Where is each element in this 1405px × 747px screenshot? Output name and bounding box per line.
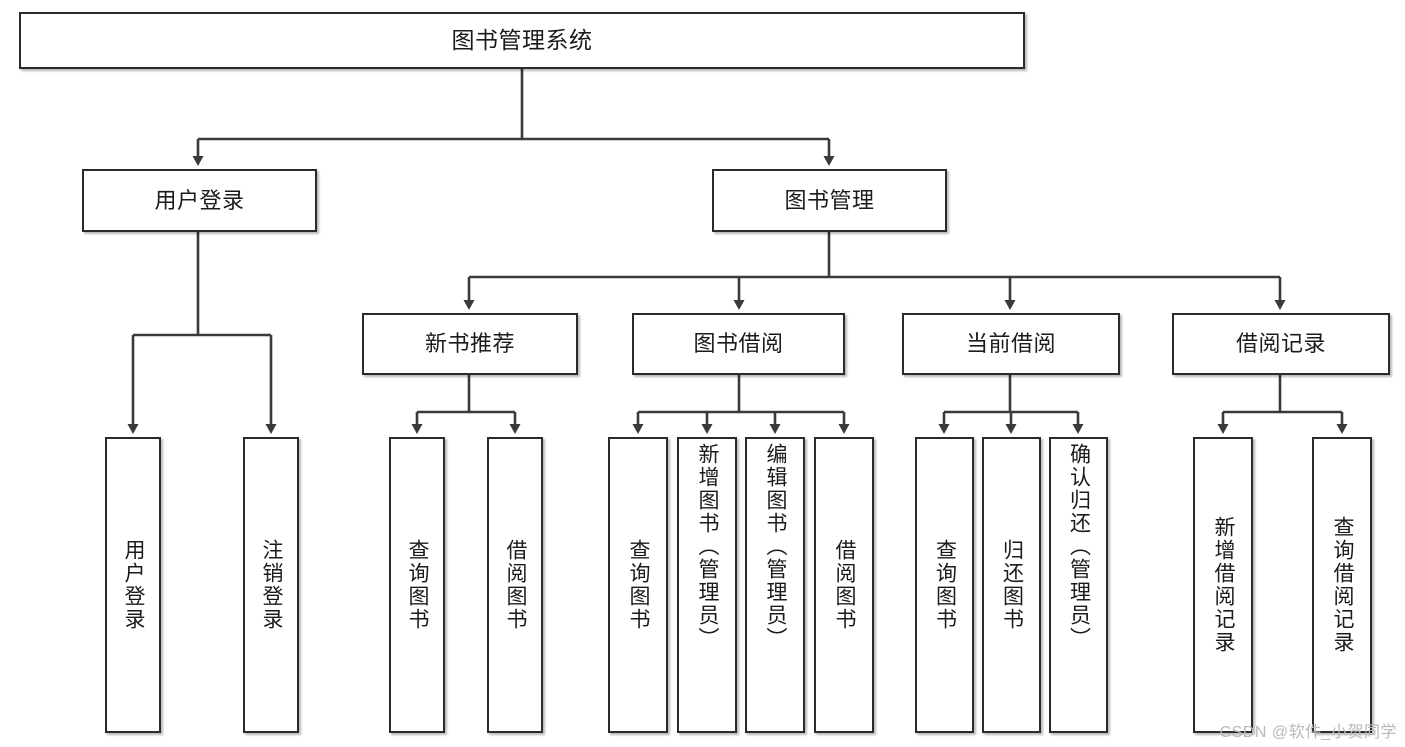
node-leaf-cur-return-book[interactable]: 归还图书 — [982, 437, 1041, 733]
node-leaf-cur-confirm-return-label: 确认归还（管理员） — [1067, 443, 1091, 650]
node-leaf-user-logout[interactable]: 注销登录 — [243, 437, 299, 733]
node-leaf-borrow-add-book[interactable]: 新增图书（管理员） — [677, 437, 737, 733]
node-leaf-borrow-edit-book[interactable]: 编辑图书（管理员） — [745, 437, 805, 733]
node-leaf-borrow-add-book-label: 新增图书（管理员） — [696, 443, 720, 650]
node-leaf-borrow-borrow-book[interactable]: 借阅图书 — [814, 437, 874, 733]
node-book-borrow-label: 图书借阅 — [693, 331, 784, 357]
node-leaf-user-login-label: 用户登录 — [122, 539, 146, 631]
node-current-borrow-label: 当前借阅 — [965, 331, 1056, 357]
node-borrow-record[interactable]: 借阅记录 — [1172, 313, 1390, 375]
node-new-book-rec-label: 新书推荐 — [424, 331, 515, 357]
node-leaf-rec-query-book[interactable]: 查询图书 — [389, 437, 445, 733]
node-leaf-user-logout-label: 注销登录 — [260, 539, 284, 631]
node-leaf-rec-query-book-label: 查询图书 — [406, 539, 430, 631]
node-leaf-borrow-borrow-book-label: 借阅图书 — [833, 539, 857, 631]
node-borrow-record-label: 借阅记录 — [1235, 331, 1326, 357]
node-leaf-rec-add-record[interactable]: 新增借阅记录 — [1193, 437, 1253, 733]
node-book-manage[interactable]: 图书管理 — [712, 169, 947, 232]
node-root-label: 图书管理系统 — [451, 27, 593, 54]
node-user-login[interactable]: 用户登录 — [82, 169, 317, 232]
node-leaf-cur-query-book-label: 查询图书 — [933, 539, 957, 631]
node-new-book-rec[interactable]: 新书推荐 — [362, 313, 578, 375]
node-leaf-cur-return-book-label: 归还图书 — [1000, 539, 1024, 631]
node-leaf-rec-query-record[interactable]: 查询借阅记录 — [1312, 437, 1372, 733]
node-current-borrow[interactable]: 当前借阅 — [902, 313, 1120, 375]
node-leaf-user-login[interactable]: 用户登录 — [105, 437, 161, 733]
node-leaf-rec-add-record-label: 新增借阅记录 — [1212, 516, 1236, 654]
node-book-manage-label: 图书管理 — [784, 187, 875, 213]
node-user-login-label: 用户登录 — [154, 187, 245, 213]
node-leaf-rec-query-record-label: 查询借阅记录 — [1331, 516, 1355, 654]
node-leaf-borrow-edit-book-label: 编辑图书（管理员） — [764, 443, 788, 650]
node-leaf-cur-query-book[interactable]: 查询图书 — [915, 437, 974, 733]
node-leaf-borrow-query-book[interactable]: 查询图书 — [608, 437, 668, 733]
node-book-borrow[interactable]: 图书借阅 — [632, 313, 845, 375]
node-leaf-rec-borrow-book[interactable]: 借阅图书 — [487, 437, 543, 733]
csdn-watermark: CSDN @软件_小贺同学 — [1219, 724, 1397, 741]
node-root[interactable]: 图书管理系统 — [19, 12, 1025, 69]
node-leaf-cur-confirm-return[interactable]: 确认归还（管理员） — [1049, 437, 1108, 733]
node-leaf-borrow-query-book-label: 查询图书 — [627, 539, 651, 631]
node-leaf-rec-borrow-book-label: 借阅图书 — [504, 539, 528, 631]
